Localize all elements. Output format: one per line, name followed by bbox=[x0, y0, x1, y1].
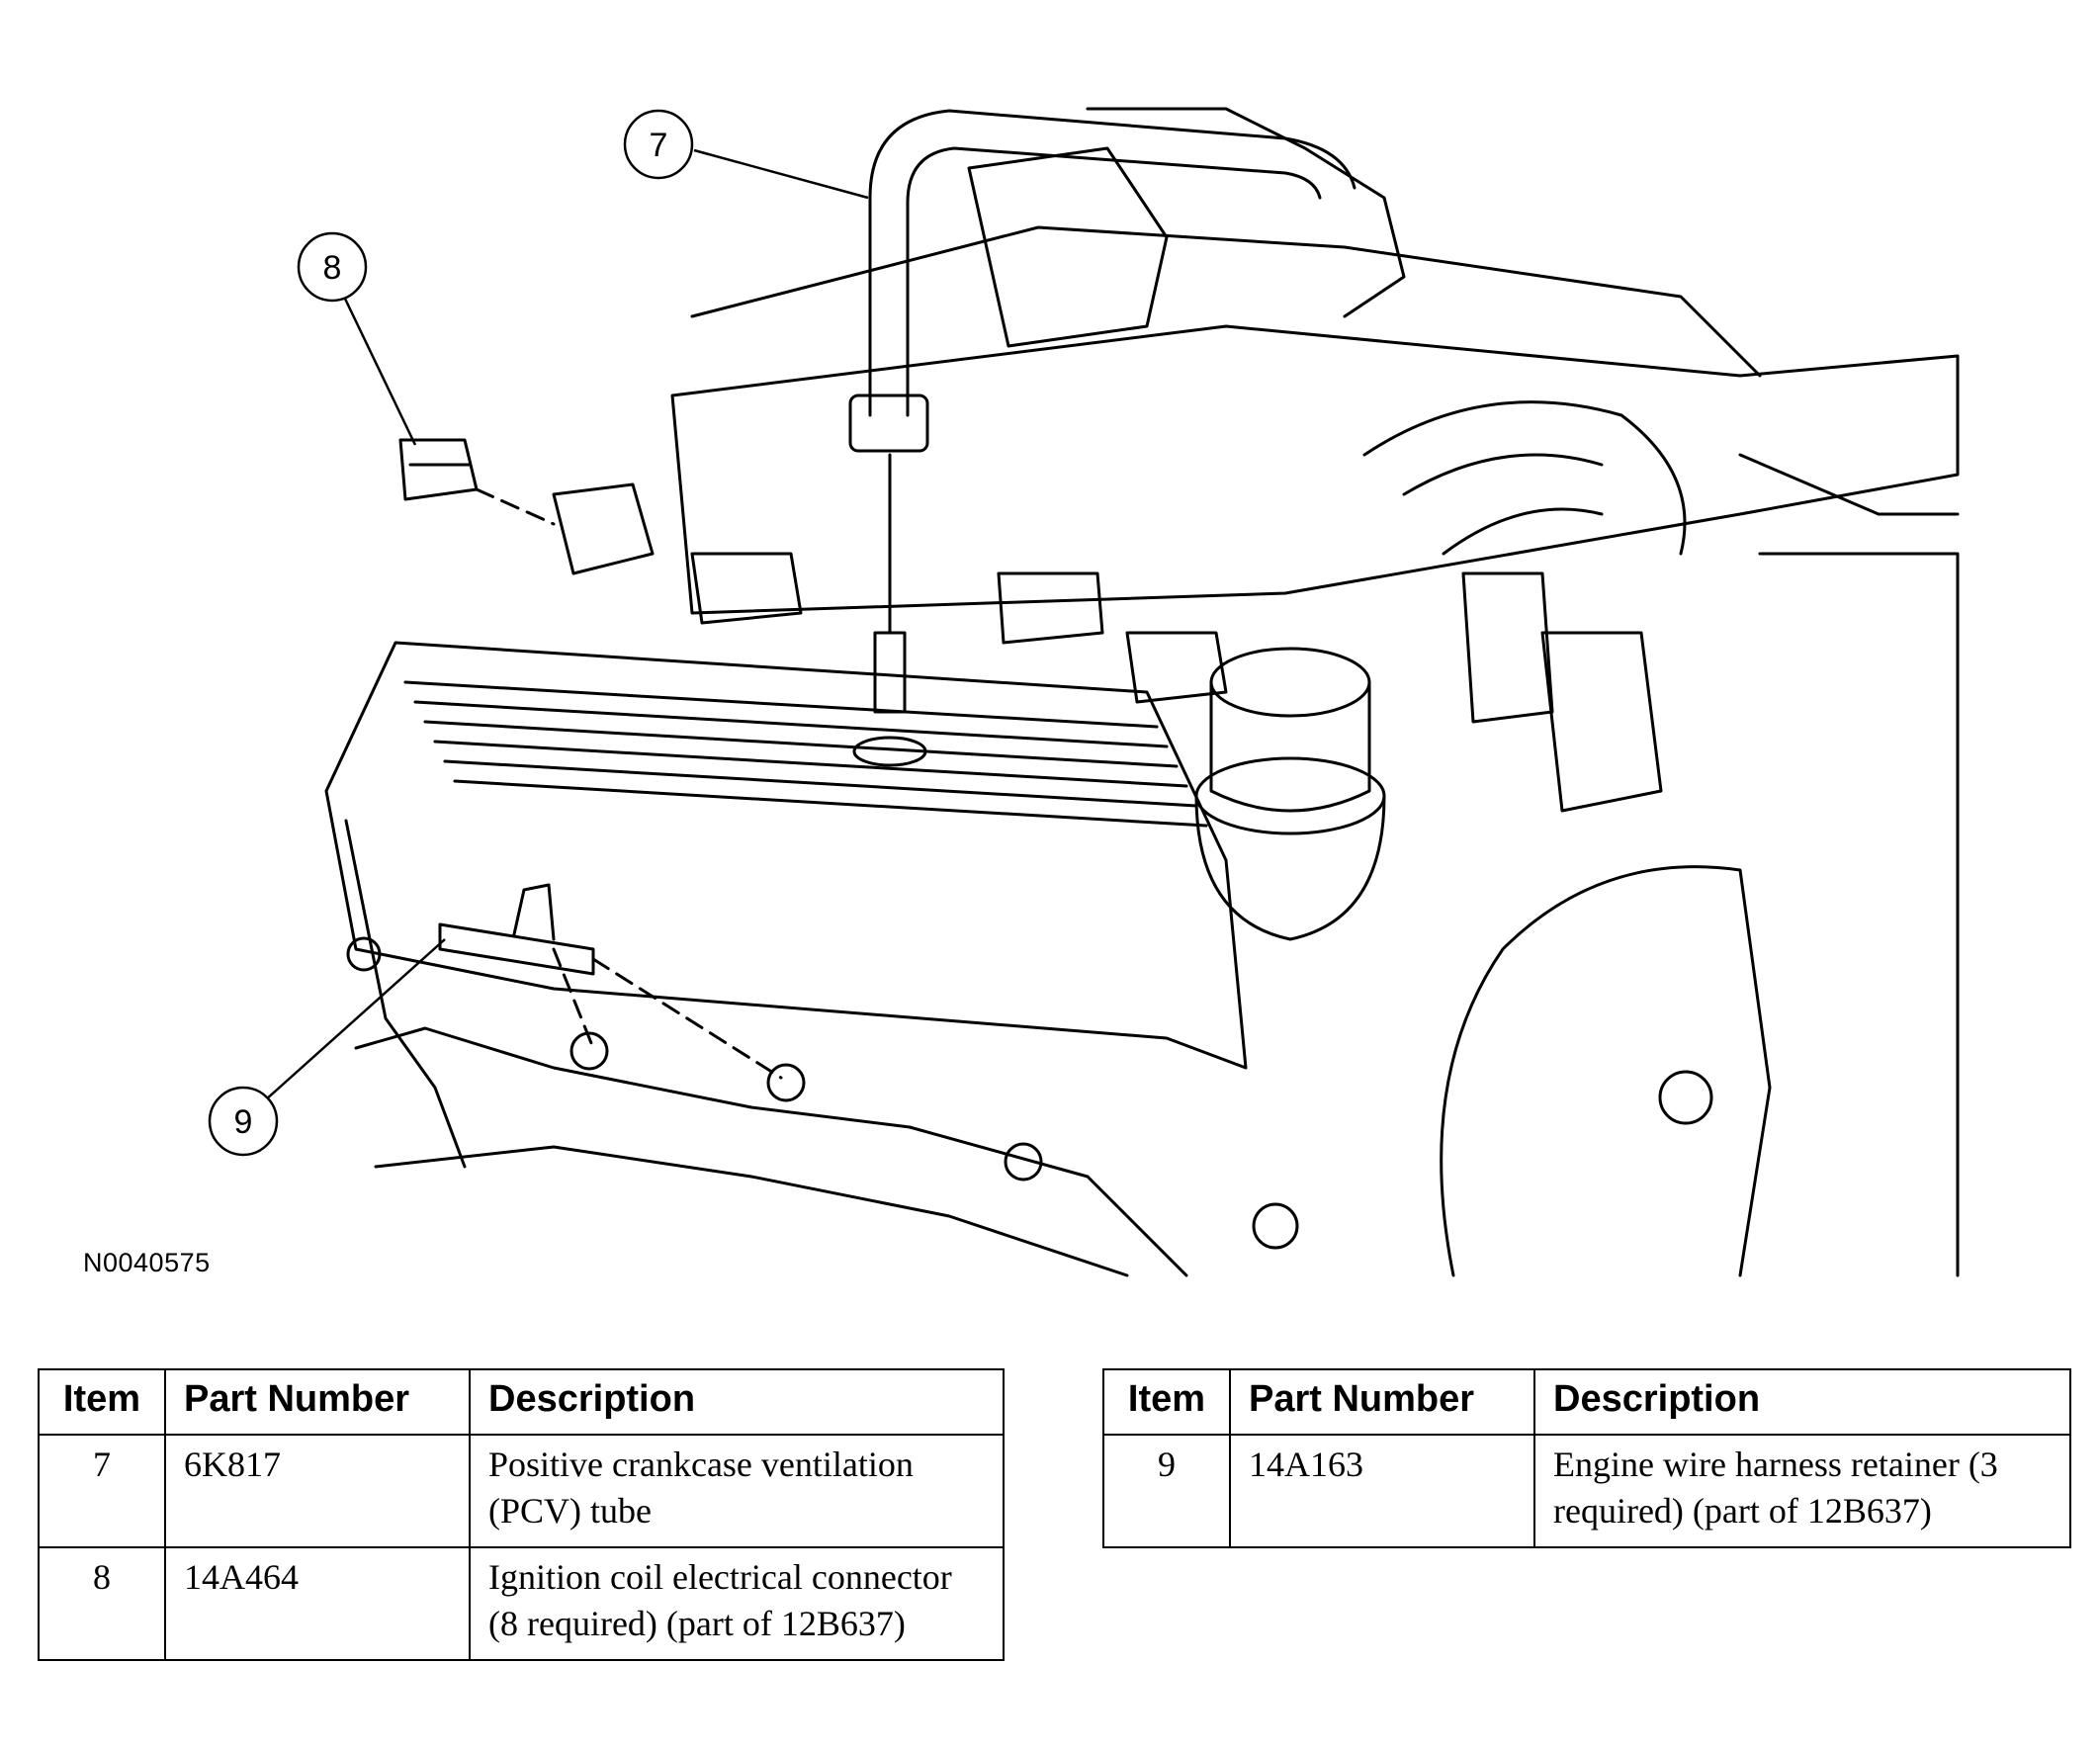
front-cover bbox=[1252, 453, 1960, 1277]
pcv-tube bbox=[848, 109, 1356, 767]
cell-description: Engine wire harness retainer (3 required… bbox=[1533, 1434, 2071, 1548]
cell-part-number: 14A163 bbox=[1229, 1434, 1535, 1548]
cell-item: 9 bbox=[1102, 1434, 1231, 1548]
exhaust-manifold bbox=[346, 936, 1188, 1277]
callout-9-label: 9 bbox=[234, 1103, 253, 1141]
oil-filler-cap bbox=[1194, 647, 1386, 941]
callout-9-circle bbox=[208, 1086, 279, 1157]
cell-part-number: 6K817 bbox=[164, 1434, 471, 1548]
header-part-number: Part Number bbox=[1229, 1368, 1535, 1436]
cell-description: Positive crankcase ventilation (PCV) tub… bbox=[469, 1434, 1005, 1548]
table-row: 9 14A163 Engine wire harness retainer (3… bbox=[1102, 1434, 2071, 1548]
intake-manifold bbox=[670, 107, 1960, 615]
header-item: Item bbox=[38, 1368, 166, 1436]
header-description: Description bbox=[469, 1368, 1005, 1436]
ignition-coils bbox=[552, 482, 1663, 813]
figure-id: N0040575 bbox=[83, 1248, 211, 1277]
cell-description: Ignition coil electrical connector (8 re… bbox=[469, 1546, 1005, 1661]
coil-connector-part bbox=[398, 438, 556, 526]
callout-7-label: 7 bbox=[650, 127, 668, 164]
header-description: Description bbox=[1533, 1368, 2071, 1436]
parts-table-left: Item Part Number Description 7 6K817 Pos… bbox=[38, 1368, 1005, 1661]
cell-item: 8 bbox=[38, 1546, 166, 1661]
header-item: Item bbox=[1102, 1368, 1231, 1436]
table-row: 8 14A464 Ignition coil electrical connec… bbox=[38, 1546, 1005, 1661]
cell-part-number: 14A464 bbox=[164, 1546, 471, 1661]
valve-cover bbox=[324, 641, 1248, 1169]
table-row: 7 6K817 Positive crankcase ventilation (… bbox=[38, 1434, 1005, 1548]
callout-8-circle bbox=[297, 231, 368, 303]
table-header-row: Item Part Number Description bbox=[1102, 1368, 2071, 1436]
harness-retainer-part bbox=[438, 883, 783, 1080]
header-part-number: Part Number bbox=[164, 1368, 471, 1436]
callout-8-label: 8 bbox=[323, 249, 342, 287]
parts-table-right: Item Part Number Description 9 14A163 En… bbox=[1102, 1368, 2071, 1548]
cell-item: 7 bbox=[38, 1434, 166, 1548]
callout-7-circle bbox=[623, 109, 694, 180]
engine-illustration: 7 8 9 bbox=[208, 107, 1960, 1277]
table-header-row: Item Part Number Description bbox=[38, 1368, 1005, 1436]
